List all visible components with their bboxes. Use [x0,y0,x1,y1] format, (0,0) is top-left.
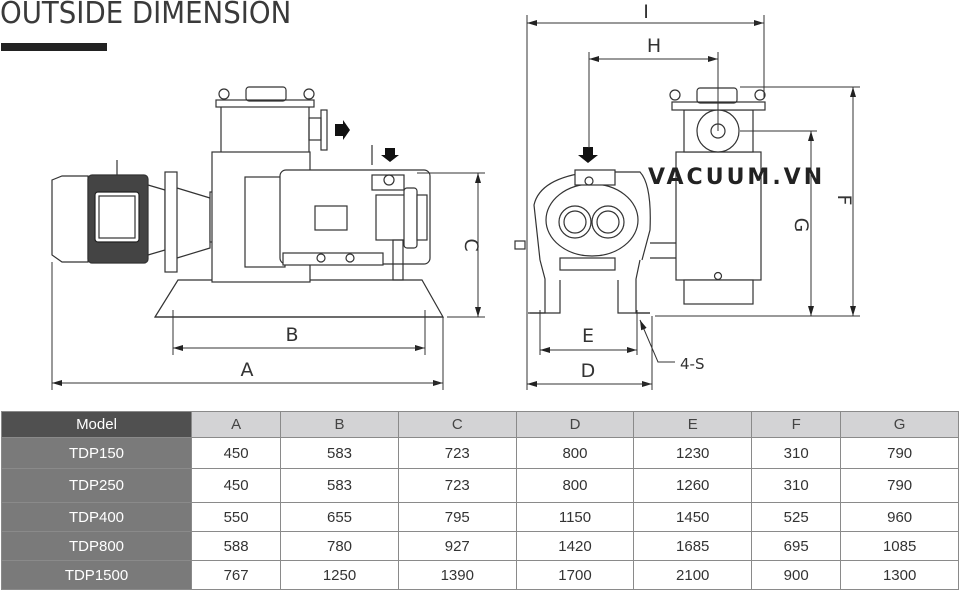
cell-d: 1150 [515,502,635,532]
hole-count-label: 4-S [680,355,704,373]
dim-label-i: I [643,1,649,23]
table-header-row: Model A B C D E F G [1,411,959,438]
row-model: TDP400 [1,502,192,532]
dim-label-c: C [460,238,482,251]
page-title: OUTSIDE DIMENSION [0,0,292,31]
flow-arrow-in-icon [381,148,399,162]
cell-e: 2100 [633,560,753,590]
flow-arrow-inlet-icon [578,147,598,163]
table-row: TDP400 550 655 795 1150 1450 525 960 [1,502,959,532]
cell-f: 310 [751,437,842,469]
dimension-table: Model A B C D E F G TDP150 450 583 723 8… [1,411,959,590]
row-model: TDP250 [1,468,192,503]
row-model: TDP150 [1,437,192,469]
cell-a: 767 [190,560,282,590]
dim-label-a: A [241,359,254,381]
cell-c: 723 [397,468,517,503]
dim-label-g: G [790,218,812,233]
table-row: TDP250 450 583 723 800 1260 310 790 [1,468,959,503]
table-row: TDP800 588 780 927 1420 1685 695 1085 [1,531,959,561]
cell-e: 1260 [633,468,753,503]
cell-f: 525 [751,502,842,532]
dim-label-d: D [581,360,596,382]
cell-a: 550 [190,502,282,532]
cell-f: 695 [751,531,842,561]
row-model: TDP800 [1,531,192,561]
cell-a: 450 [190,437,282,469]
side-view [51,86,485,390]
cell-g: 1085 [840,531,959,561]
cell-c: 927 [397,531,517,561]
header-b: B [280,411,399,438]
cell-f: 310 [751,468,842,503]
cell-a: 450 [190,468,282,503]
cell-d: 800 [515,437,635,469]
header-f: F [751,411,842,438]
header-d: D [515,411,635,438]
dim-label-b: B [285,324,298,346]
cell-b: 1250 [280,560,399,590]
header-c: C [397,411,517,438]
row-model: TDP1500 [1,560,192,590]
cell-e: 1685 [633,531,753,561]
watermark: VACUUM.VN [648,165,825,190]
header-g: G [840,411,959,438]
dim-label-h: H [647,35,661,57]
cell-c: 795 [397,502,517,532]
dimension-drawing: B A C [51,1,860,390]
cell-b: 583 [280,468,399,503]
flow-arrow-out-icon [335,120,350,140]
cell-e: 1450 [633,502,753,532]
cell-b: 655 [280,502,399,532]
header-model: Model [1,411,192,438]
cell-d: 800 [515,468,635,503]
cell-f: 900 [751,560,842,590]
dim-label-e: E [582,325,594,347]
cell-g: 790 [840,468,959,503]
cell-d: 1420 [515,531,635,561]
header-a: A [190,411,282,438]
cell-c: 723 [397,437,517,469]
cell-b: 780 [280,531,399,561]
cell-d: 1700 [515,560,635,590]
cell-g: 1300 [840,560,959,590]
header-e: E [633,411,753,438]
cell-e: 1230 [633,437,753,469]
cell-g: 790 [840,437,959,469]
cell-g: 960 [840,502,959,532]
table-row: TDP1500 767 1250 1390 1700 2100 900 1300 [1,560,959,590]
cell-c: 1390 [397,560,517,590]
cell-a: 588 [190,531,282,561]
table-row: TDP150 450 583 723 800 1230 310 790 [1,437,959,469]
cell-b: 583 [280,437,399,469]
end-view [514,15,860,390]
dim-label-f: F [833,195,855,206]
title-underline [1,43,107,51]
